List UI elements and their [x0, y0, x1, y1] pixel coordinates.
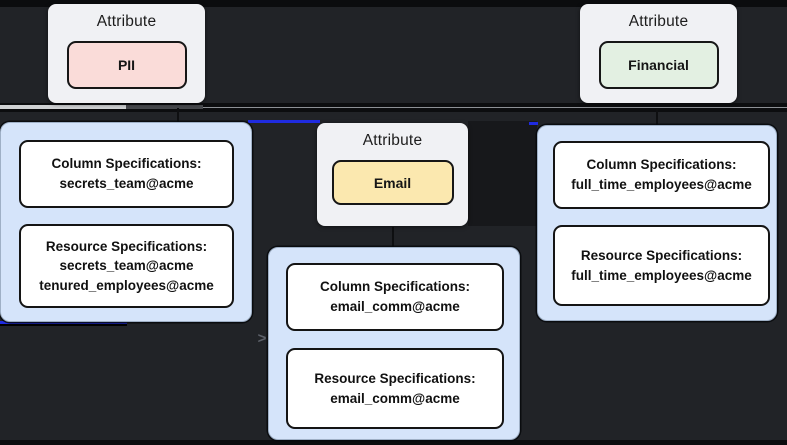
attribute-badge-financial[interactable]: Financial [598, 41, 719, 89]
attribute-node-pii[interactable]: Attribute PII [48, 4, 205, 103]
spec-card-secrets-team[interactable]: Column Specifications: secrets_team@acme… [0, 122, 252, 322]
attribute-badge-email[interactable]: Email [331, 160, 454, 205]
edge-arrowhead-icon: > [257, 330, 267, 347]
attribute-node-email[interactable]: Attribute Email [317, 123, 468, 226]
column-spec-title: Column Specifications: [586, 157, 737, 173]
column-spec-value: email_comm@acme [330, 299, 460, 314]
resource-spec-value: secrets_team@acme [59, 258, 194, 274]
blue-edge-corner [529, 122, 538, 125]
resource-specifications-box[interactable]: Resource Specifications: full_time_emplo… [553, 225, 770, 306]
column-specifications-box[interactable]: Column Specifications: email_comm@acme [286, 263, 504, 331]
column-spec-title: Column Specifications: [319, 279, 471, 295]
background-gap-panel [468, 121, 537, 226]
spec-card-full-time-employees[interactable]: Column Specifications: full_time_employe… [537, 125, 777, 321]
column-specifications-box[interactable]: Column Specifications: full_time_employe… [553, 141, 770, 209]
horizontal-divider-line [0, 107, 787, 109]
column-specifications-box[interactable]: Column Specifications: secrets_team@acme [19, 140, 234, 208]
connector-email-vertical [392, 227, 394, 248]
column-spec-value: full_time_employees@acme [571, 177, 752, 192]
connector-financial-vertical [656, 109, 658, 126]
attribute-node-title: Attribute [362, 132, 423, 149]
spec-card-email-comm[interactable]: Column Specifications: email_comm@acme R… [268, 247, 520, 440]
attribute-node-financial[interactable]: Attribute Financial [580, 4, 737, 103]
resource-specifications-box[interactable]: Resource Specifications: secrets_team@ac… [19, 224, 234, 308]
top-black-strip [0, 0, 787, 7]
blue-edge-bottom-shadow [0, 324, 127, 326]
attribute-node-title: Attribute [628, 13, 689, 30]
blue-edge-top [248, 120, 320, 123]
edge-fragment-dim [126, 105, 203, 109]
resource-spec-value: email_comm@acme [330, 390, 460, 406]
attribute-node-title: Attribute [96, 13, 157, 30]
resource-spec-value: tenured_employees@acme [39, 277, 214, 293]
resource-spec-title: Resource Specifications: [580, 247, 743, 263]
resource-spec-title: Resource Specifications: [314, 370, 476, 386]
column-spec-title: Column Specifications: [51, 156, 202, 172]
edge-fragment-light [0, 105, 126, 109]
connector-pii-vertical [177, 108, 179, 123]
resource-specifications-box[interactable]: Resource Specifications: email_comm@acme [286, 348, 504, 429]
column-spec-value: secrets_team@acme [59, 176, 194, 191]
bottom-black-strip [0, 440, 787, 445]
resource-spec-value: full_time_employees@acme [571, 267, 752, 283]
attribute-badge-pii[interactable]: PII [66, 41, 187, 89]
blue-edge-bottom [0, 321, 127, 324]
resource-spec-title: Resource Specifications: [45, 238, 208, 254]
